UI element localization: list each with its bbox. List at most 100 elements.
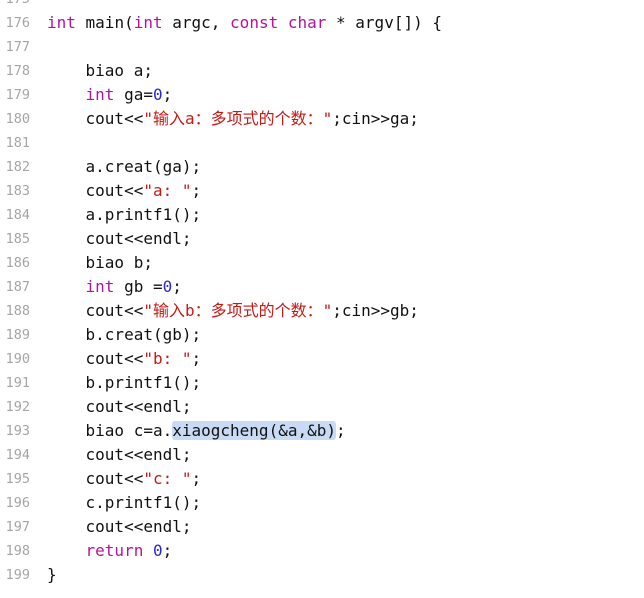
keyword-token: int xyxy=(85,85,115,104)
code-text[interactable]: a.printf1(); xyxy=(47,203,202,227)
keyword-token: int xyxy=(85,277,115,296)
number-literal-token: 0 xyxy=(162,277,173,296)
code-text[interactable]: cout<<endl; xyxy=(47,515,192,539)
line-number: 186 xyxy=(5,255,30,271)
code-token: c.printf1(); xyxy=(47,493,202,512)
code-token: cout<< xyxy=(47,469,144,488)
keyword-token: return xyxy=(85,541,144,560)
code-token: cout<<endl; xyxy=(47,397,192,416)
code-line[interactable]: 178 biao a; xyxy=(0,59,644,83)
line-number: 175 xyxy=(0,0,30,11)
code-line[interactable]: 177 xyxy=(0,35,644,59)
line-number: 195 xyxy=(5,471,30,487)
keyword-token: const xyxy=(230,13,279,32)
code-line[interactable]: 195 cout<<"c: "; xyxy=(0,467,644,491)
code-token: biao b; xyxy=(47,253,153,272)
code-token: cout<<endl; xyxy=(47,229,192,248)
code-token: ; xyxy=(162,85,173,104)
code-text[interactable]: biao a; xyxy=(47,59,153,83)
code-text[interactable]: cout<<"b: "; xyxy=(47,347,202,371)
code-token: cout<< xyxy=(47,349,144,368)
code-token: b.creat(gb); xyxy=(47,325,202,344)
code-token: a.printf1(); xyxy=(47,205,202,224)
code-token: gb = xyxy=(114,277,163,296)
code-text[interactable]: biao c=a.xiaogcheng(&a,&b); xyxy=(47,419,346,443)
string-literal-token: "输入b：多项式的个数：" xyxy=(143,301,333,320)
code-text[interactable]: a.creat(ga); xyxy=(47,155,202,179)
number-literal-token: 0 xyxy=(152,541,163,560)
code-token: cout<< xyxy=(47,181,144,200)
code-token: cout<<endl; xyxy=(47,517,192,536)
line-number: 185 xyxy=(5,231,30,247)
code-line[interactable]: 199} xyxy=(0,563,644,587)
code-text[interactable]: biao b; xyxy=(47,251,153,275)
code-token xyxy=(143,541,153,560)
line-number: 190 xyxy=(5,351,30,367)
code-text[interactable]: cout<<"a: "; xyxy=(47,179,202,203)
code-line[interactable]: 184 a.printf1(); xyxy=(0,203,644,227)
code-text[interactable]: } xyxy=(47,563,57,587)
line-number: 179 xyxy=(5,87,30,103)
line-number: 181 xyxy=(5,135,30,151)
line-number: 183 xyxy=(5,183,30,199)
line-number: 176 xyxy=(5,15,30,31)
code-token: ; xyxy=(172,277,182,296)
code-line[interactable]: 182 a.creat(ga); xyxy=(0,155,644,179)
code-token: ; xyxy=(336,421,346,440)
code-line[interactable]: 192 cout<<endl; xyxy=(0,395,644,419)
code-text[interactable]: return 0; xyxy=(47,539,173,563)
code-line[interactable]: 179 int ga=0; xyxy=(0,83,644,107)
code-text[interactable]: cout<<endl; xyxy=(47,227,192,251)
code-text[interactable]: b.creat(gb); xyxy=(47,323,202,347)
code-text[interactable]: cout<<"输入b：多项式的个数：";cin>>gb; xyxy=(47,299,419,323)
code-token: b.printf1(); xyxy=(47,373,202,392)
code-text[interactable]: cout<<"c: "; xyxy=(47,467,202,491)
line-number: 194 xyxy=(5,447,30,463)
code-text[interactable]: int main(int argc, const char * argv[]) … xyxy=(47,11,442,35)
keyword-token: int xyxy=(47,13,76,32)
code-token: cout<<endl; xyxy=(47,445,192,464)
code-line[interactable]: 198 return 0; xyxy=(0,539,644,563)
code-line[interactable]: 181 xyxy=(0,131,644,155)
code-token: main( xyxy=(75,13,134,32)
code-token xyxy=(278,13,288,32)
code-token: ;cin>>gb; xyxy=(332,301,419,320)
line-number: 191 xyxy=(5,375,30,391)
code-text[interactable]: b.printf1(); xyxy=(47,371,202,395)
code-line[interactable]: 183 cout<<"a: "; xyxy=(0,179,644,203)
code-text[interactable]: cout<<endl; xyxy=(47,443,192,467)
code-token: ; xyxy=(191,181,202,200)
code-line[interactable]: 189 b.creat(gb); xyxy=(0,323,644,347)
code-line[interactable]: 185 cout<<endl; xyxy=(0,227,644,251)
code-text[interactable]: int gb =0; xyxy=(47,275,182,299)
code-text[interactable]: int ga=0; xyxy=(47,83,173,107)
line-number: 197 xyxy=(5,519,30,535)
code-line[interactable]: 188 cout<<"输入b：多项式的个数：";cin>>gb; xyxy=(0,299,644,323)
code-line[interactable]: 197 cout<<endl; xyxy=(0,515,644,539)
string-literal-token: "输入a：多项式的个数：" xyxy=(143,109,333,128)
code-line[interactable]: 196 c.printf1(); xyxy=(0,491,644,515)
code-line[interactable]: 191 b.printf1(); xyxy=(0,371,644,395)
code-token: a.creat(ga); xyxy=(47,157,202,176)
code-text[interactable]: c.printf1(); xyxy=(47,491,202,515)
code-line[interactable]: 187 int gb =0; xyxy=(0,275,644,299)
code-token xyxy=(47,85,86,104)
code-text[interactable]: cout<<"输入a：多项式的个数：";cin>>ga; xyxy=(47,107,419,131)
code-line[interactable]: 193 biao c=a.xiaogcheng(&a,&b); xyxy=(0,419,644,443)
code-line[interactable]: 186 biao b; xyxy=(0,251,644,275)
code-line[interactable]: 176 int main(int argc, const char * argv[… xyxy=(0,11,644,35)
code-line[interactable]: 175 xyxy=(0,0,644,11)
line-number: 193 xyxy=(5,423,30,439)
line-number: 199 xyxy=(5,567,30,583)
code-token: cout<< xyxy=(47,109,144,128)
line-number: 192 xyxy=(5,399,30,415)
code-token: cout<< xyxy=(47,301,144,320)
code-line[interactable]: 190 cout<<"b: "; xyxy=(0,347,644,371)
line-number: 189 xyxy=(5,327,30,343)
code-token: * argv[]) { xyxy=(326,13,442,32)
code-line[interactable]: 180 cout<<"输入a：多项式的个数：";cin>>ga; xyxy=(0,107,644,131)
code-line[interactable]: 194 cout<<endl; xyxy=(0,443,644,467)
keyword-token: int xyxy=(133,13,163,32)
code-text[interactable]: cout<<endl; xyxy=(47,395,192,419)
